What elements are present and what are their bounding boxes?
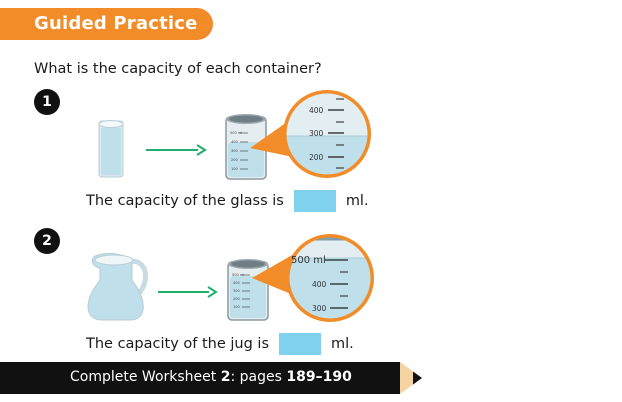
problem-1-sentence: The capacity of the glass is ml. [86, 190, 369, 212]
answer-box-1[interactable] [293, 190, 336, 212]
glass-icon [98, 120, 124, 178]
banner-title: Guided Practice [34, 13, 198, 34]
footer-middle: : pages [230, 369, 287, 385]
worksheet-footer: Complete Worksheet 2: pages 189–190 [0, 362, 400, 394]
beaker-icon: 500 ml 400 300 200 100 [227, 259, 269, 321]
problem-number-2: 2 [34, 228, 60, 254]
zoom2-label-500: 500 ml [291, 255, 326, 266]
magnifier-icon: 400 300 200 [250, 90, 371, 178]
zoom1-label-200: 200 [309, 153, 324, 162]
beaker1-label-400: 400 [231, 140, 238, 144]
beaker1-label-300: 300 [231, 149, 238, 153]
footer-prefix: Complete Worksheet [70, 369, 221, 385]
problem-1-sentence-start: The capacity of the glass is [86, 193, 284, 209]
beaker2-label-400: 400 [233, 281, 240, 285]
beaker2-label-100: 100 [233, 305, 240, 309]
beaker2-label-200: 200 [233, 297, 240, 301]
footer-worksheet-number: 2 [220, 369, 231, 385]
problem-number-1: 1 [34, 89, 60, 115]
problem-2-sentence-unit: ml. [331, 336, 354, 352]
zoom1-label-300: 300 [309, 129, 324, 138]
beaker2-label-500: 500 ml [232, 273, 244, 277]
question-text: What is the capacity of each container? [34, 61, 322, 77]
beaker1-label-500: 500 ml [230, 131, 242, 135]
beaker1-label-200: 200 [231, 158, 238, 162]
footer-pages: 189–190 [286, 369, 352, 385]
illustrations: 500 ml 400 300 200 100 400 300 200 [87, 90, 374, 322]
beaker2-label-300: 300 [233, 289, 240, 293]
arrow-right-icon [146, 144, 207, 156]
zoom1-label-400: 400 [309, 106, 324, 115]
beaker-icon: 500 ml 400 300 200 100 [225, 114, 267, 180]
footer-text: Complete Worksheet 2: pages 189–190 [70, 369, 352, 385]
beaker1-label-100: 100 [231, 167, 238, 171]
magnifier-icon: 500 ml 400 300 [252, 234, 374, 322]
jug-icon [87, 253, 148, 321]
problem-1-sentence-unit: ml. [345, 193, 369, 209]
arrow-right-icon [158, 286, 218, 298]
problem-2-sentence: The capacity of the jug is ml. [86, 333, 354, 355]
answer-box-2[interactable] [279, 333, 322, 355]
zoom2-label-300: 300 [312, 304, 327, 313]
zoom2-label-400: 400 [312, 280, 327, 289]
pencil-tip-icon [400, 362, 422, 394]
problem-2-sentence-start: The capacity of the jug is [86, 336, 270, 352]
guided-practice-banner: Guided Practice [0, 8, 213, 40]
